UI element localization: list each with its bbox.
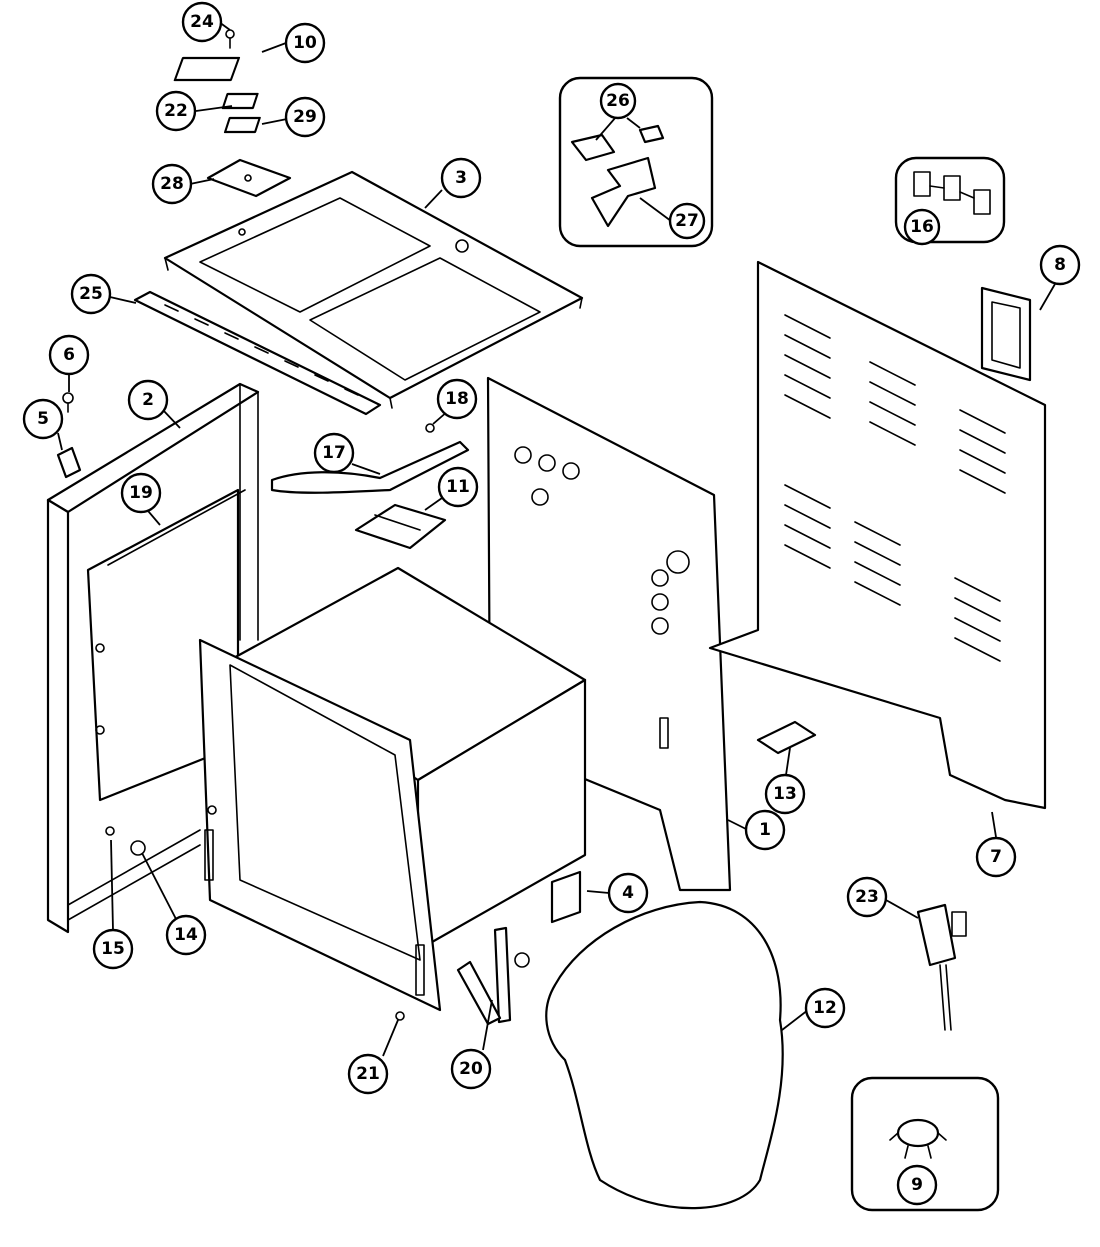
part-left-frame <box>46 382 260 934</box>
callout-24[interactable]: 24 <box>181 1 223 43</box>
svg-text:27: 27 <box>675 211 699 231</box>
part-rear-panel <box>708 260 1047 810</box>
part-terminal-block <box>916 903 967 1031</box>
callout-8[interactable]: 8 <box>1039 244 1081 286</box>
svg-text:14: 14 <box>174 925 198 945</box>
leader-lines <box>57 21 1056 1057</box>
part-oven-cavity <box>198 566 587 1012</box>
svg-text:28: 28 <box>160 174 184 194</box>
svg-text:4: 4 <box>622 883 634 903</box>
part-front-strip <box>133 290 382 416</box>
part-clip <box>550 870 582 924</box>
svg-text:1: 1 <box>759 820 771 840</box>
callout-4[interactable]: 4 <box>607 872 649 914</box>
callout-5[interactable]: 5 <box>22 398 64 440</box>
svg-text:24: 24 <box>190 12 214 32</box>
svg-text:17: 17 <box>322 443 346 463</box>
svg-text:25: 25 <box>79 284 103 304</box>
part-top-panel <box>163 170 584 409</box>
svg-text:5: 5 <box>37 409 49 429</box>
inset-box-26-27 <box>558 76 714 248</box>
callout-13[interactable]: 13 <box>764 773 806 815</box>
part-screws <box>105 826 405 1021</box>
svg-text:23: 23 <box>855 887 879 907</box>
callout-16[interactable]: 16 <box>903 208 941 246</box>
callout-9[interactable]: 9 <box>896 1164 938 1206</box>
callout-10[interactable]: 10 <box>284 22 326 64</box>
part-rear-bracket-8 <box>980 286 1032 382</box>
callout-2[interactable]: 2 <box>127 379 169 421</box>
svg-text:20: 20 <box>459 1059 483 1079</box>
part-brackets <box>270 423 470 550</box>
svg-text:7: 7 <box>990 847 1002 867</box>
svg-text:3: 3 <box>455 168 467 188</box>
svg-text:8: 8 <box>1054 255 1066 275</box>
callout-6[interactable]: 6 <box>48 334 90 376</box>
callout-25[interactable]: 25 <box>70 273 112 315</box>
svg-text:22: 22 <box>164 101 188 121</box>
svg-text:10: 10 <box>293 33 317 53</box>
rear-panel-vents <box>784 314 1006 662</box>
svg-text:29: 29 <box>293 107 317 127</box>
part-corner-pieces <box>56 392 82 479</box>
callout-28[interactable]: 28 <box>151 163 193 205</box>
callout-19[interactable]: 19 <box>120 472 162 514</box>
callout-21[interactable]: 21 <box>347 1053 389 1095</box>
svg-text:6: 6 <box>63 345 75 365</box>
callout-7[interactable]: 7 <box>975 836 1017 878</box>
callout-17[interactable]: 17 <box>313 432 355 474</box>
svg-text:19: 19 <box>129 483 153 503</box>
svg-text:12: 12 <box>813 998 837 1018</box>
svg-text:21: 21 <box>356 1064 380 1084</box>
svg-text:15: 15 <box>101 939 125 959</box>
inset-box-9 <box>850 1076 1000 1212</box>
callout-14[interactable]: 14 <box>165 914 207 956</box>
callout-20[interactable]: 20 <box>450 1048 492 1090</box>
callout-23[interactable]: 23 <box>846 876 888 918</box>
callout-18[interactable]: 18 <box>436 378 478 420</box>
callout-22[interactable]: 22 <box>155 90 197 132</box>
callout-26[interactable]: 26 <box>599 82 637 120</box>
callout-3[interactable]: 3 <box>440 157 482 199</box>
svg-text:18: 18 <box>445 389 469 409</box>
callout-1[interactable]: 1 <box>744 809 786 851</box>
svg-text:11: 11 <box>446 477 470 497</box>
part-bracket-13 <box>756 720 817 755</box>
svg-text:13: 13 <box>773 784 797 804</box>
part-insulation-blanket <box>545 900 784 1210</box>
callout-11[interactable]: 11 <box>437 466 479 508</box>
svg-text:26: 26 <box>606 91 630 111</box>
part-door-hinge <box>456 926 530 1026</box>
svg-text:16: 16 <box>910 217 934 237</box>
callout-29[interactable]: 29 <box>284 96 326 138</box>
callout-12[interactable]: 12 <box>804 987 846 1029</box>
callout-15[interactable]: 15 <box>92 928 134 970</box>
svg-text:2: 2 <box>142 390 154 410</box>
svg-text:9: 9 <box>911 1175 923 1195</box>
callout-27[interactable]: 27 <box>668 202 706 240</box>
part-small-components <box>173 29 292 198</box>
